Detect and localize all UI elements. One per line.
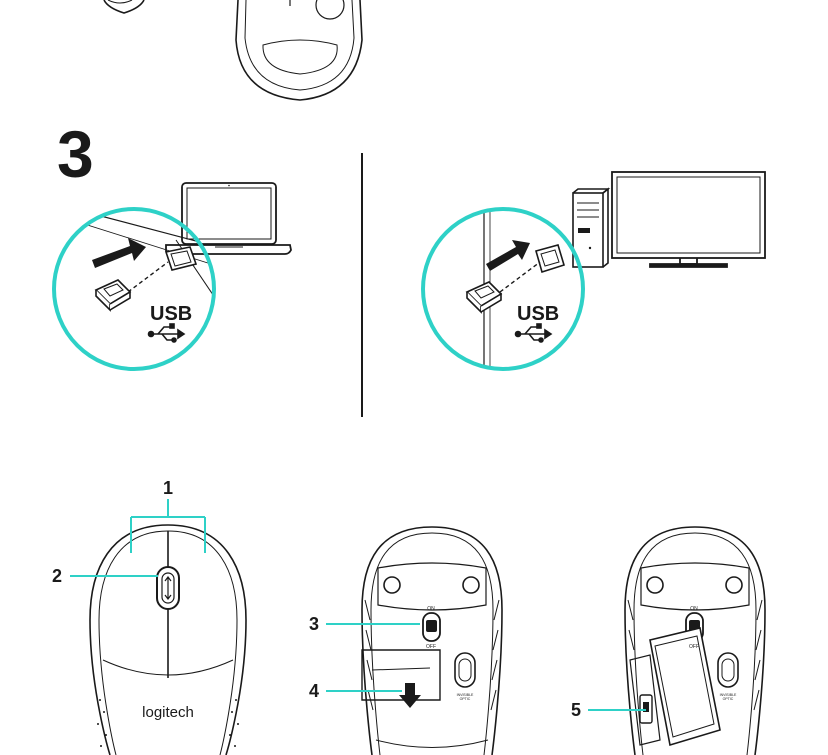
switch-on-label: ON (427, 606, 435, 612)
switch-on-label: ON (690, 606, 698, 612)
arrow-icon (92, 238, 146, 268)
laptop-panel: USB (52, 182, 292, 371)
usb-label: USB (517, 303, 559, 325)
mouse-top-view: logitech 1 2 (52, 478, 247, 755)
callout-label-5: 5 (571, 700, 581, 720)
receiver-icon (465, 281, 503, 314)
tower-icon (572, 187, 611, 268)
desktop-panel: USB (421, 171, 766, 371)
side-texture (627, 599, 763, 711)
step-number: 3 (57, 117, 94, 191)
arrow-icon (486, 240, 530, 271)
usb-icon (147, 323, 186, 343)
monitor-icon (611, 171, 766, 268)
usb-label: USB (150, 303, 192, 325)
side-texture (364, 599, 500, 711)
sensor-label-2: OPTIC (723, 697, 734, 701)
sensor-label-1: INVISIBLE (457, 693, 474, 697)
usb-port (535, 244, 565, 274)
sensor-label-1: INVISIBLE (720, 693, 737, 697)
callout-bracket-1 (130, 499, 206, 553)
insert-path (127, 261, 169, 293)
callout-label-4: 4 (309, 681, 319, 701)
brand-logo: logitech (142, 704, 194, 721)
callout-label-1: 1 (163, 478, 173, 498)
sensor-label-2: OPTIC (460, 697, 471, 701)
laptop-icon (165, 182, 292, 255)
callout-label-2: 2 (52, 566, 62, 586)
callout-label-3: 3 (309, 614, 319, 634)
insert-path (499, 261, 541, 293)
previous-step-remnant (103, 0, 363, 101)
mouse-battery-view: ON OFF INVISIBLE OPTIC 5 (571, 526, 766, 755)
laptop-zoom-circle (52, 207, 216, 371)
switch-off-label: OFF (426, 644, 436, 650)
switch-off-label: OFF (689, 644, 699, 650)
usb-icon (514, 323, 553, 343)
receiver-icon (94, 279, 132, 312)
mouse-bottom-view: ON OFF INVISIBLE OPTIC 3 4 (309, 526, 503, 755)
grip-texture (97, 699, 239, 747)
usb-port (164, 246, 198, 271)
arrow-down-icon (399, 683, 421, 708)
